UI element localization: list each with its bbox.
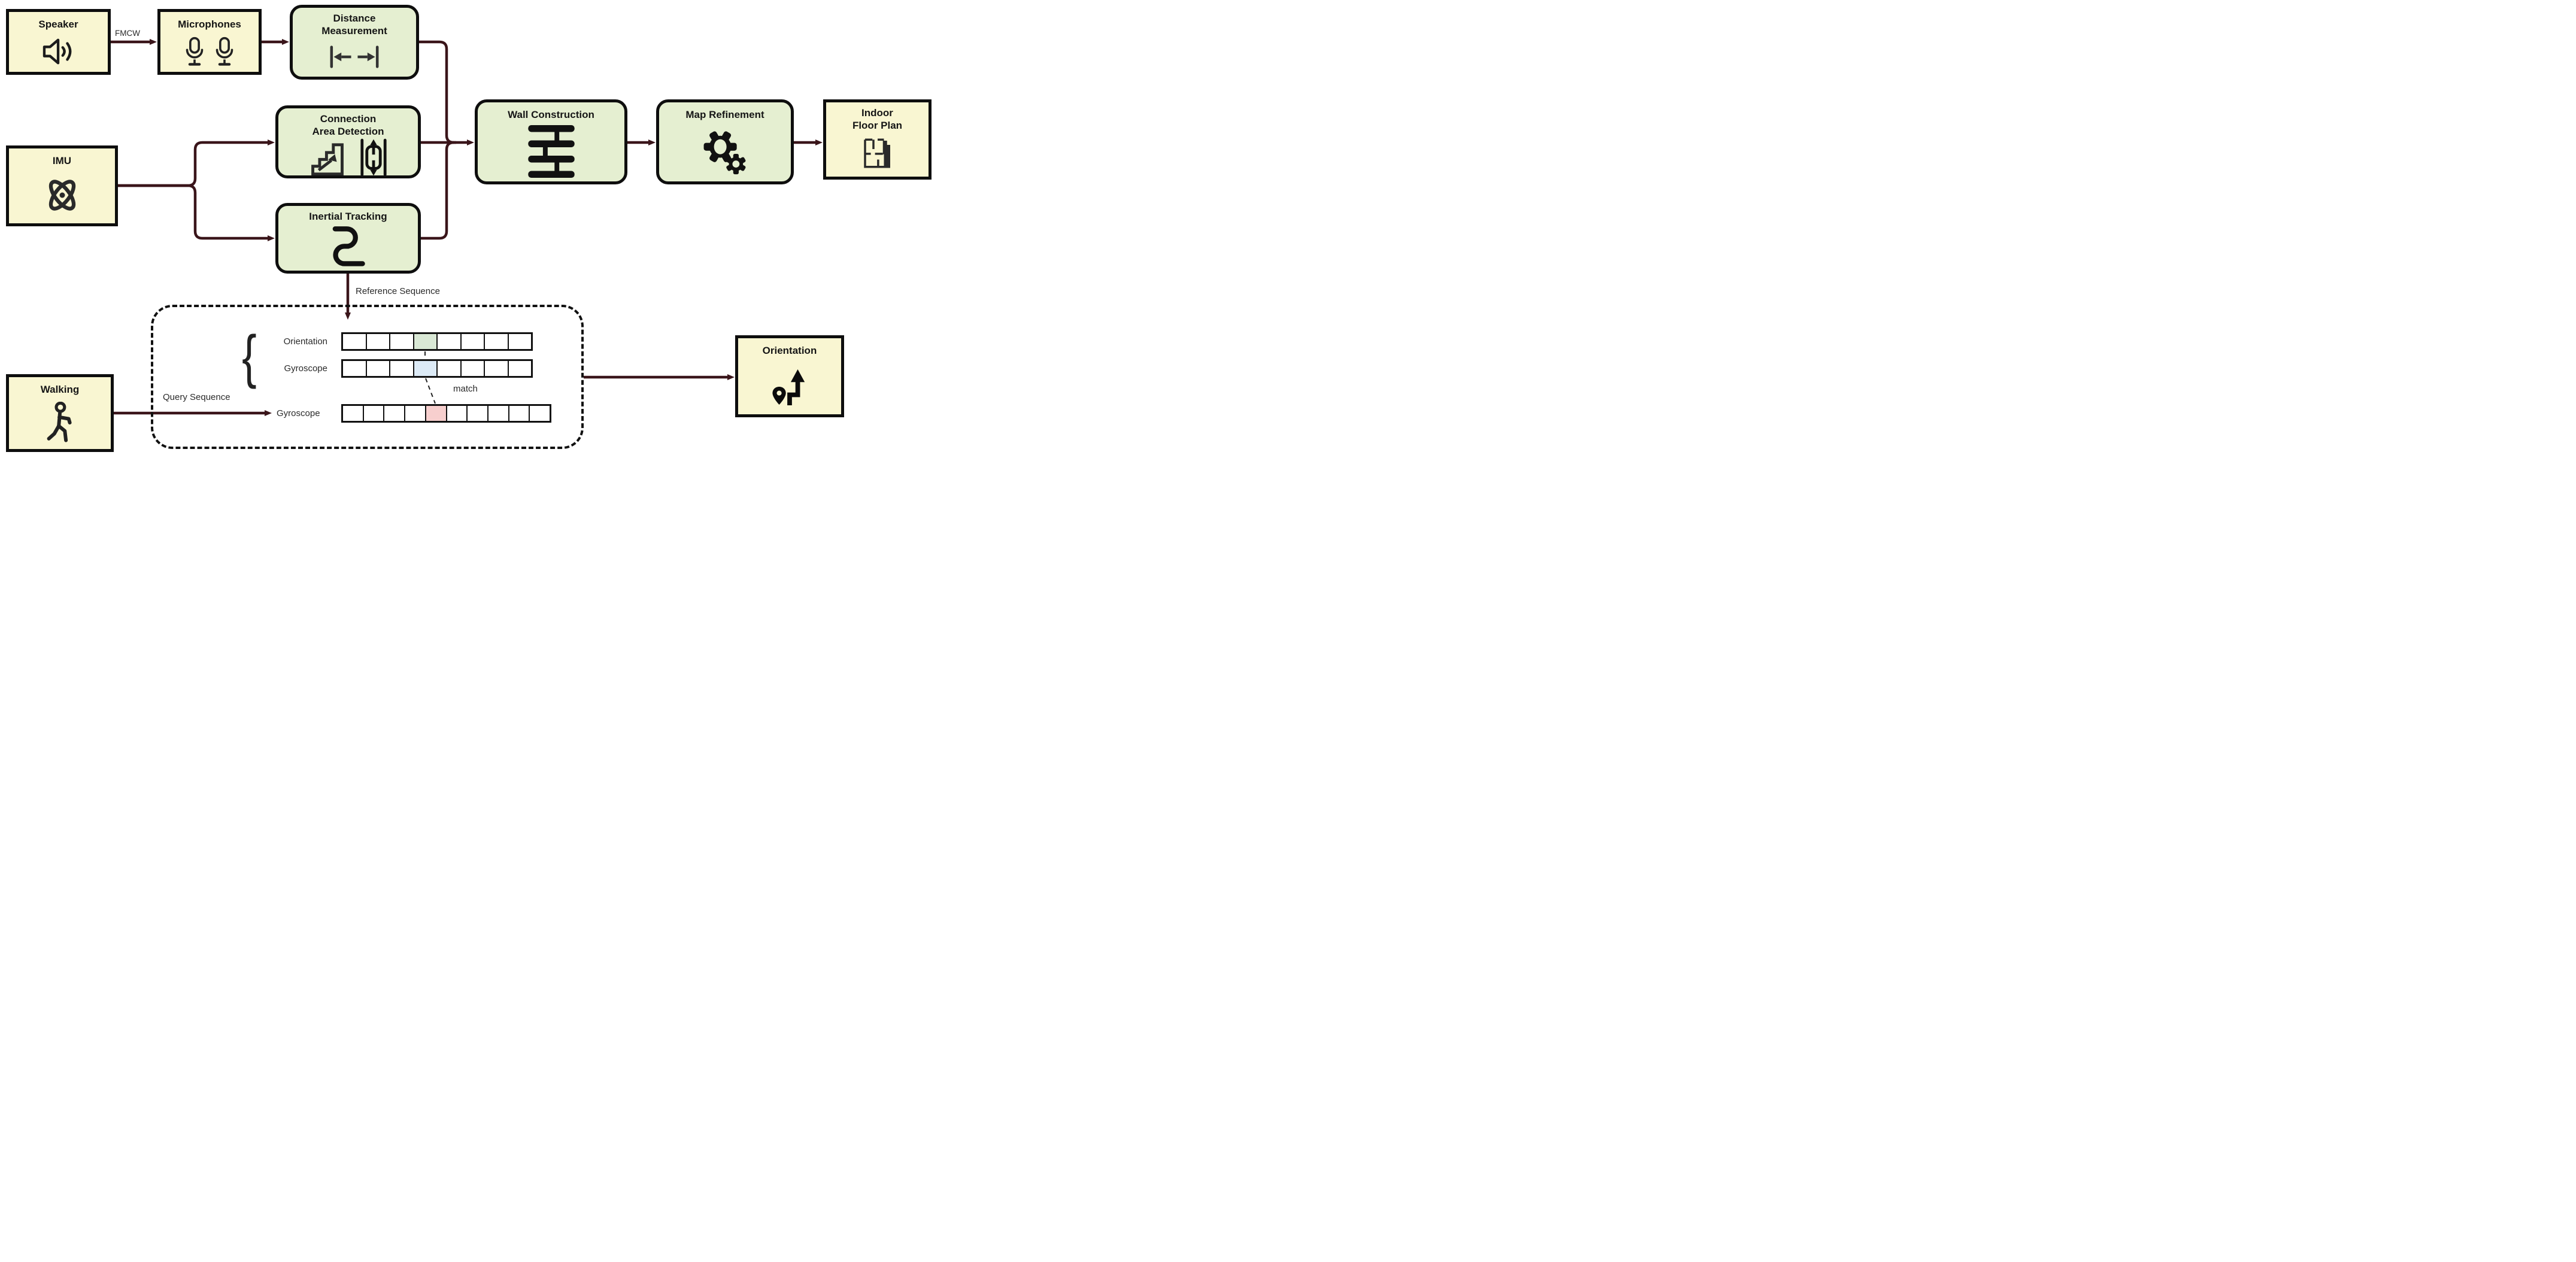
- reference-brace: {: [242, 323, 257, 389]
- sequence-cell: [390, 361, 414, 376]
- sequence-cell: [414, 334, 438, 349]
- inertial-tracking-box: Inertial Tracking: [275, 203, 421, 274]
- microphones-box: Microphones: [157, 9, 262, 75]
- connection-title-line1: Connection: [320, 113, 377, 125]
- sequence-cell: [509, 361, 532, 376]
- query-sequence-row: [341, 404, 551, 423]
- floor-plan-icon: [863, 138, 890, 168]
- floorplan-title-line2: Floor Plan: [852, 120, 903, 132]
- sequence-cell: [364, 406, 385, 421]
- floorplan-title-line1: Indoor: [861, 107, 893, 119]
- query-sequence-label: Query Sequence: [163, 392, 230, 402]
- imu-title: IMU: [52, 155, 72, 166]
- sequence-cell: [367, 361, 390, 376]
- sequence-cell: [447, 406, 468, 421]
- sequence-cell: [414, 361, 438, 376]
- map-refinement-box: Map Refinement: [656, 99, 794, 184]
- route-orientation-icon: [772, 369, 805, 406]
- sequence-cell: [438, 361, 462, 376]
- walking-person-icon: [47, 401, 72, 442]
- sequence-cell: [343, 334, 367, 349]
- microphone-icon: [186, 37, 204, 66]
- connection-area-detection-box: Connection Area Detection: [275, 105, 421, 178]
- sequence-matching-region: [151, 305, 584, 449]
- sequence-cell: [485, 361, 509, 376]
- query-gyroscope-row-label: Gyroscope: [277, 408, 320, 418]
- sequence-cell: [509, 334, 532, 349]
- sequence-cell: [405, 406, 426, 421]
- sequence-cell: [485, 334, 509, 349]
- sequence-cell: [384, 406, 406, 421]
- walking-title: Walking: [40, 384, 80, 395]
- inertial-title: Inertial Tracking: [309, 211, 387, 222]
- distance-title-line2: Measurement: [321, 25, 387, 37]
- imu-box: IMU: [6, 145, 118, 226]
- sequence-cell: [468, 406, 489, 421]
- microphones-title: Microphones: [178, 19, 241, 30]
- sequence-cell: [367, 334, 390, 349]
- brick-wall-icon: [527, 125, 575, 178]
- microphone-icon: [216, 37, 233, 66]
- sequence-cell: [438, 334, 462, 349]
- sequence-cell: [390, 334, 414, 349]
- sequence-cell: [530, 406, 550, 421]
- reference-sequence-label: Reference Sequence: [356, 286, 440, 296]
- sequence-cell: [462, 361, 485, 376]
- map-title: Map Refinement: [685, 109, 764, 120]
- gyroscope-row-label: Gyroscope: [284, 363, 327, 374]
- connection-title-line2: Area Detection: [312, 126, 384, 138]
- wall-title: Wall Construction: [508, 109, 594, 120]
- sequence-cell: [343, 361, 367, 376]
- gyroscope-sequence-row: [341, 359, 533, 378]
- indoor-floor-plan-box: Indoor Floor Plan: [823, 99, 932, 180]
- sequence-cell: [462, 334, 485, 349]
- trajectory-icon: [332, 226, 365, 266]
- stairs-icon: [311, 142, 344, 175]
- distance-title-line1: Distance: [333, 13, 376, 24]
- distance-icon: [330, 45, 379, 68]
- sequence-cell: [343, 406, 364, 421]
- orientation-sequence-row: [341, 332, 533, 351]
- fmcw-label: FMCW: [115, 29, 140, 38]
- orientation-row-label: Orientation: [283, 336, 327, 347]
- orientation-output-title: Orientation: [762, 345, 817, 356]
- speaker-icon: [43, 38, 71, 65]
- sequence-cell: [509, 406, 530, 421]
- sequence-cell: [489, 406, 509, 421]
- match-label: match: [453, 384, 478, 394]
- speaker-title: Speaker: [38, 19, 78, 30]
- imu-gyroscope-icon: [48, 180, 75, 211]
- sequence-cell: [426, 406, 447, 421]
- wall-construction-box: Wall Construction: [475, 99, 627, 184]
- diagram-canvas: Speaker FMCW Microphones: [0, 0, 937, 459]
- elevator-icon: [360, 138, 387, 176]
- gears-icon: [703, 131, 746, 174]
- walking-box: Walking: [6, 374, 114, 452]
- orientation-output-box: Orientation: [735, 335, 844, 417]
- distance-measurement-box: Distance Measurement: [290, 5, 419, 80]
- speaker-box: Speaker: [6, 9, 111, 75]
